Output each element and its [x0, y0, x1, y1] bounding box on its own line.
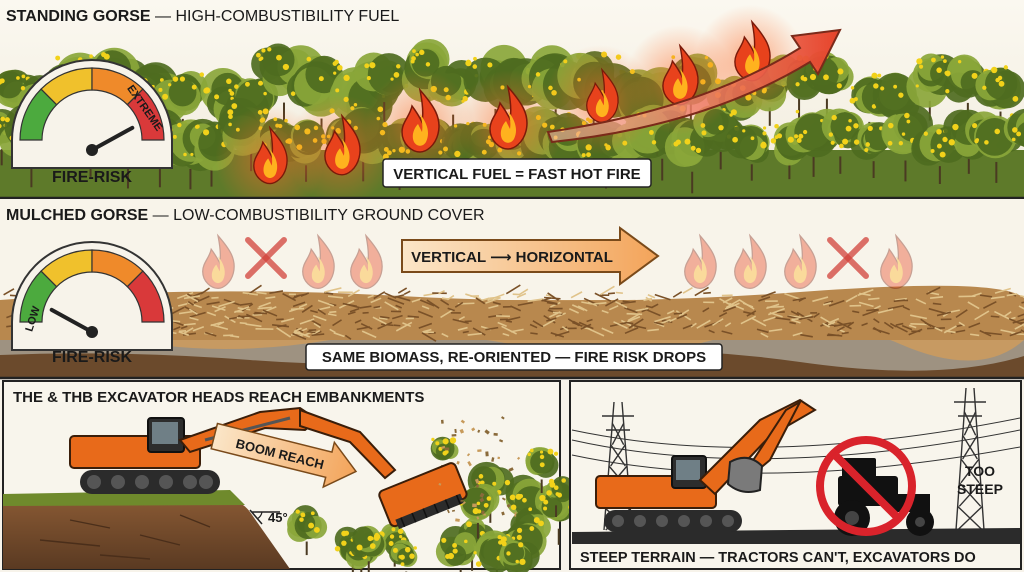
caption-text: VERTICAL FUEL = FAST HOT FIRE — [393, 166, 640, 183]
gorse-bush — [287, 505, 328, 556]
flame-icon — [586, 67, 619, 124]
gorse-bush — [965, 111, 1024, 183]
mulcher-head-icon — [378, 462, 468, 530]
fire-risk-gauge-icon: EXTREME — [11, 59, 173, 169]
flame-icon — [401, 87, 440, 153]
gorse-bush — [350, 525, 387, 572]
flame-icon — [880, 233, 913, 290]
gorse-bush — [911, 124, 967, 185]
flame-icon — [734, 233, 767, 290]
cross-icon — [245, 237, 287, 279]
title-mulched-gorse: MULCHED GORSE — LOW-COMBUSTIBILITY GROUN… — [6, 207, 485, 224]
caption-text: SAME BIOMASS, RE-ORIENTED — FIRE RISK DR… — [322, 349, 706, 366]
power-pylon-icon — [954, 387, 986, 531]
cross-icon — [827, 237, 869, 279]
gorse-bush — [435, 525, 477, 572]
arrow-label: VERTICAL ⟶ HORIZONTAL — [411, 249, 613, 266]
gorse-bush — [499, 534, 540, 572]
panel-steep-terrain: TOO STEEP STEEP TERRAIN — TRACTORS CAN'T… — [569, 380, 1022, 570]
mulch-layer — [0, 284, 1024, 342]
flames-group — [253, 19, 771, 185]
chip-debris — [438, 416, 521, 522]
flame-icon — [202, 233, 235, 290]
gauge-label-mid: FIRE-RISK — [52, 349, 132, 366]
gorse-bush — [943, 54, 990, 122]
panel-mulched-gorse: MULCHED GORSE — LOW-COMBUSTIBILITY GROUN… — [0, 199, 1024, 377]
gorse-bush — [973, 65, 1024, 132]
flame-icon — [302, 233, 335, 290]
fire-spread-arrow-icon — [546, 28, 842, 144]
gorse-bush — [725, 124, 770, 181]
vertical-to-horizontal-arrow-icon: VERTICAL ⟶ HORIZONTAL — [401, 226, 660, 286]
gorse-bush — [389, 539, 418, 572]
title-embankments: THE & THB EXCAVATOR HEADS REACH EMBANKME… — [13, 389, 424, 406]
flame-icon — [489, 84, 528, 150]
tractor-prohibited — [816, 436, 934, 536]
excavator-icon — [595, 398, 817, 532]
angle-label: 45° — [268, 510, 288, 525]
gauge-label-top: FIRE-RISK — [52, 169, 132, 186]
caption-steep-terrain: STEEP TERRAIN — TRACTORS CAN'T, EXCAVATO… — [580, 550, 976, 566]
panel-standing-gorse: VERTICAL FUEL = FAST HOT FIRE STANDING G… — [0, 0, 1024, 215]
too-steep-line1: TOO — [965, 463, 995, 479]
embankment-gorse — [287, 436, 581, 572]
too-steep-line2: STEEP — [957, 481, 1003, 497]
flame-icon — [662, 43, 699, 106]
flame-icon — [324, 113, 361, 176]
flame-icon — [253, 125, 288, 185]
flame-icon — [684, 233, 717, 290]
caption-vertical-fuel: VERTICAL FUEL = FAST HOT FIRE — [382, 158, 652, 188]
prohibition-icon — [816, 436, 916, 536]
faded-flames-group — [202, 233, 913, 290]
gorse-bush — [1003, 108, 1024, 148]
caption-same-biomass: SAME BIOMASS, RE-ORIENTED — FIRE RISK DR… — [305, 343, 723, 371]
panel-embankment-reach: 45° BOOM REACH THE & THB EXCAVATOR HEADS — [2, 380, 581, 572]
title-standing-gorse: STANDING GORSE — HIGH-COMBUSTIBILITY FUE… — [6, 8, 399, 25]
gorse-bush — [525, 447, 559, 494]
flame-icon — [784, 233, 817, 290]
fire-risk-gauge-icon: LOW — [11, 241, 173, 351]
gorse-bush — [545, 476, 575, 518]
flame-icon — [350, 233, 383, 290]
flame-icon — [734, 19, 771, 82]
